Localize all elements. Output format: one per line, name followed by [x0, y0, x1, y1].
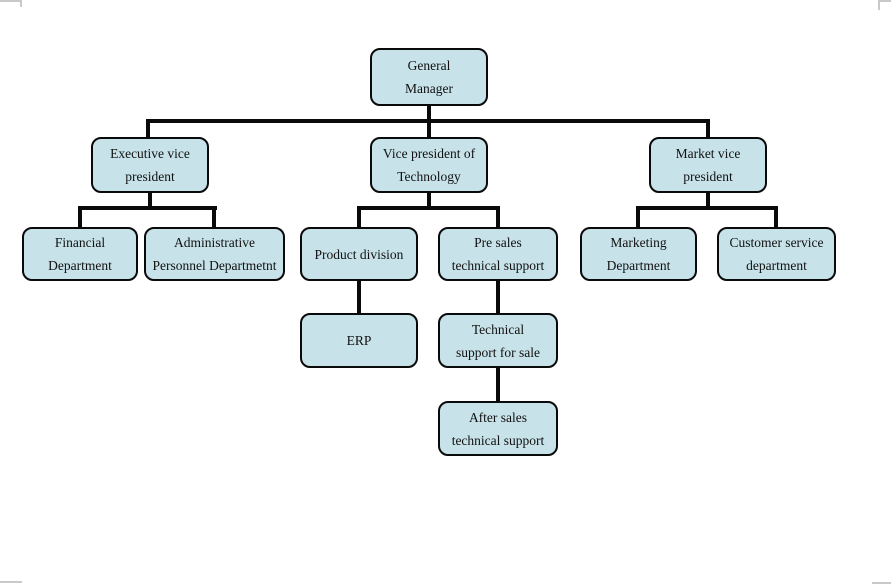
connector-stub-admin-personnel	[212, 209, 216, 227]
connector-product-division-to-erp	[357, 280, 361, 314]
connector-vp-technology-horizontal	[357, 206, 500, 210]
connector-tech-support-to-after-sales	[496, 367, 500, 402]
connector-market-vp-down	[706, 192, 710, 210]
connector-stub-pre-sales	[496, 209, 500, 227]
node-market-vice-president[interactable]: Market vice president	[649, 137, 767, 193]
node-product-division[interactable]: Product division	[300, 227, 418, 281]
connector-stub-executive-vp	[146, 119, 150, 137]
node-technical-support-for-sale[interactable]: Technical support for sale	[438, 313, 558, 368]
connector-market-vp-horizontal	[636, 206, 778, 210]
connector-stub-customer-service	[774, 209, 778, 227]
connector-top-horizontal	[146, 119, 710, 123]
connector-stub-marketing	[636, 209, 640, 227]
node-marketing-department[interactable]: Marketing Department	[580, 227, 697, 281]
node-vice-president-of-technology[interactable]: Vice president of Technology	[370, 137, 488, 193]
node-after-sales-technical-support[interactable]: After sales technical support	[438, 401, 558, 456]
connector-vp-technology-down	[427, 192, 431, 210]
connector-stub-market-vp	[706, 119, 710, 137]
node-administrative-personnel-department[interactable]: Administrative Personnel Departmetnt	[144, 227, 285, 281]
node-customer-service-department[interactable]: Customer service department	[717, 227, 836, 281]
node-financial-department[interactable]: Financial Department	[22, 227, 138, 281]
connector-executive-vp-horizontal	[78, 206, 217, 210]
connector-pre-sales-to-tech-support	[496, 280, 500, 314]
page-corner-mark-bottom-right	[872, 579, 891, 584]
page-corner-mark-top-right	[878, 0, 891, 10]
connector-stub-financial	[78, 209, 82, 227]
node-erp[interactable]: ERP	[300, 313, 418, 368]
connector-stub-product-division	[357, 209, 361, 227]
node-pre-sales-technical-support[interactable]: Pre sales technical support	[438, 227, 558, 281]
node-general-manager[interactable]: General Manager	[370, 48, 488, 106]
connector-executive-vp-down	[148, 192, 152, 210]
page-corner-mark-bottom-left	[0, 578, 22, 583]
page-corner-mark-top-left	[0, 0, 22, 7]
node-executive-vice-president[interactable]: Executive vice president	[91, 137, 209, 193]
